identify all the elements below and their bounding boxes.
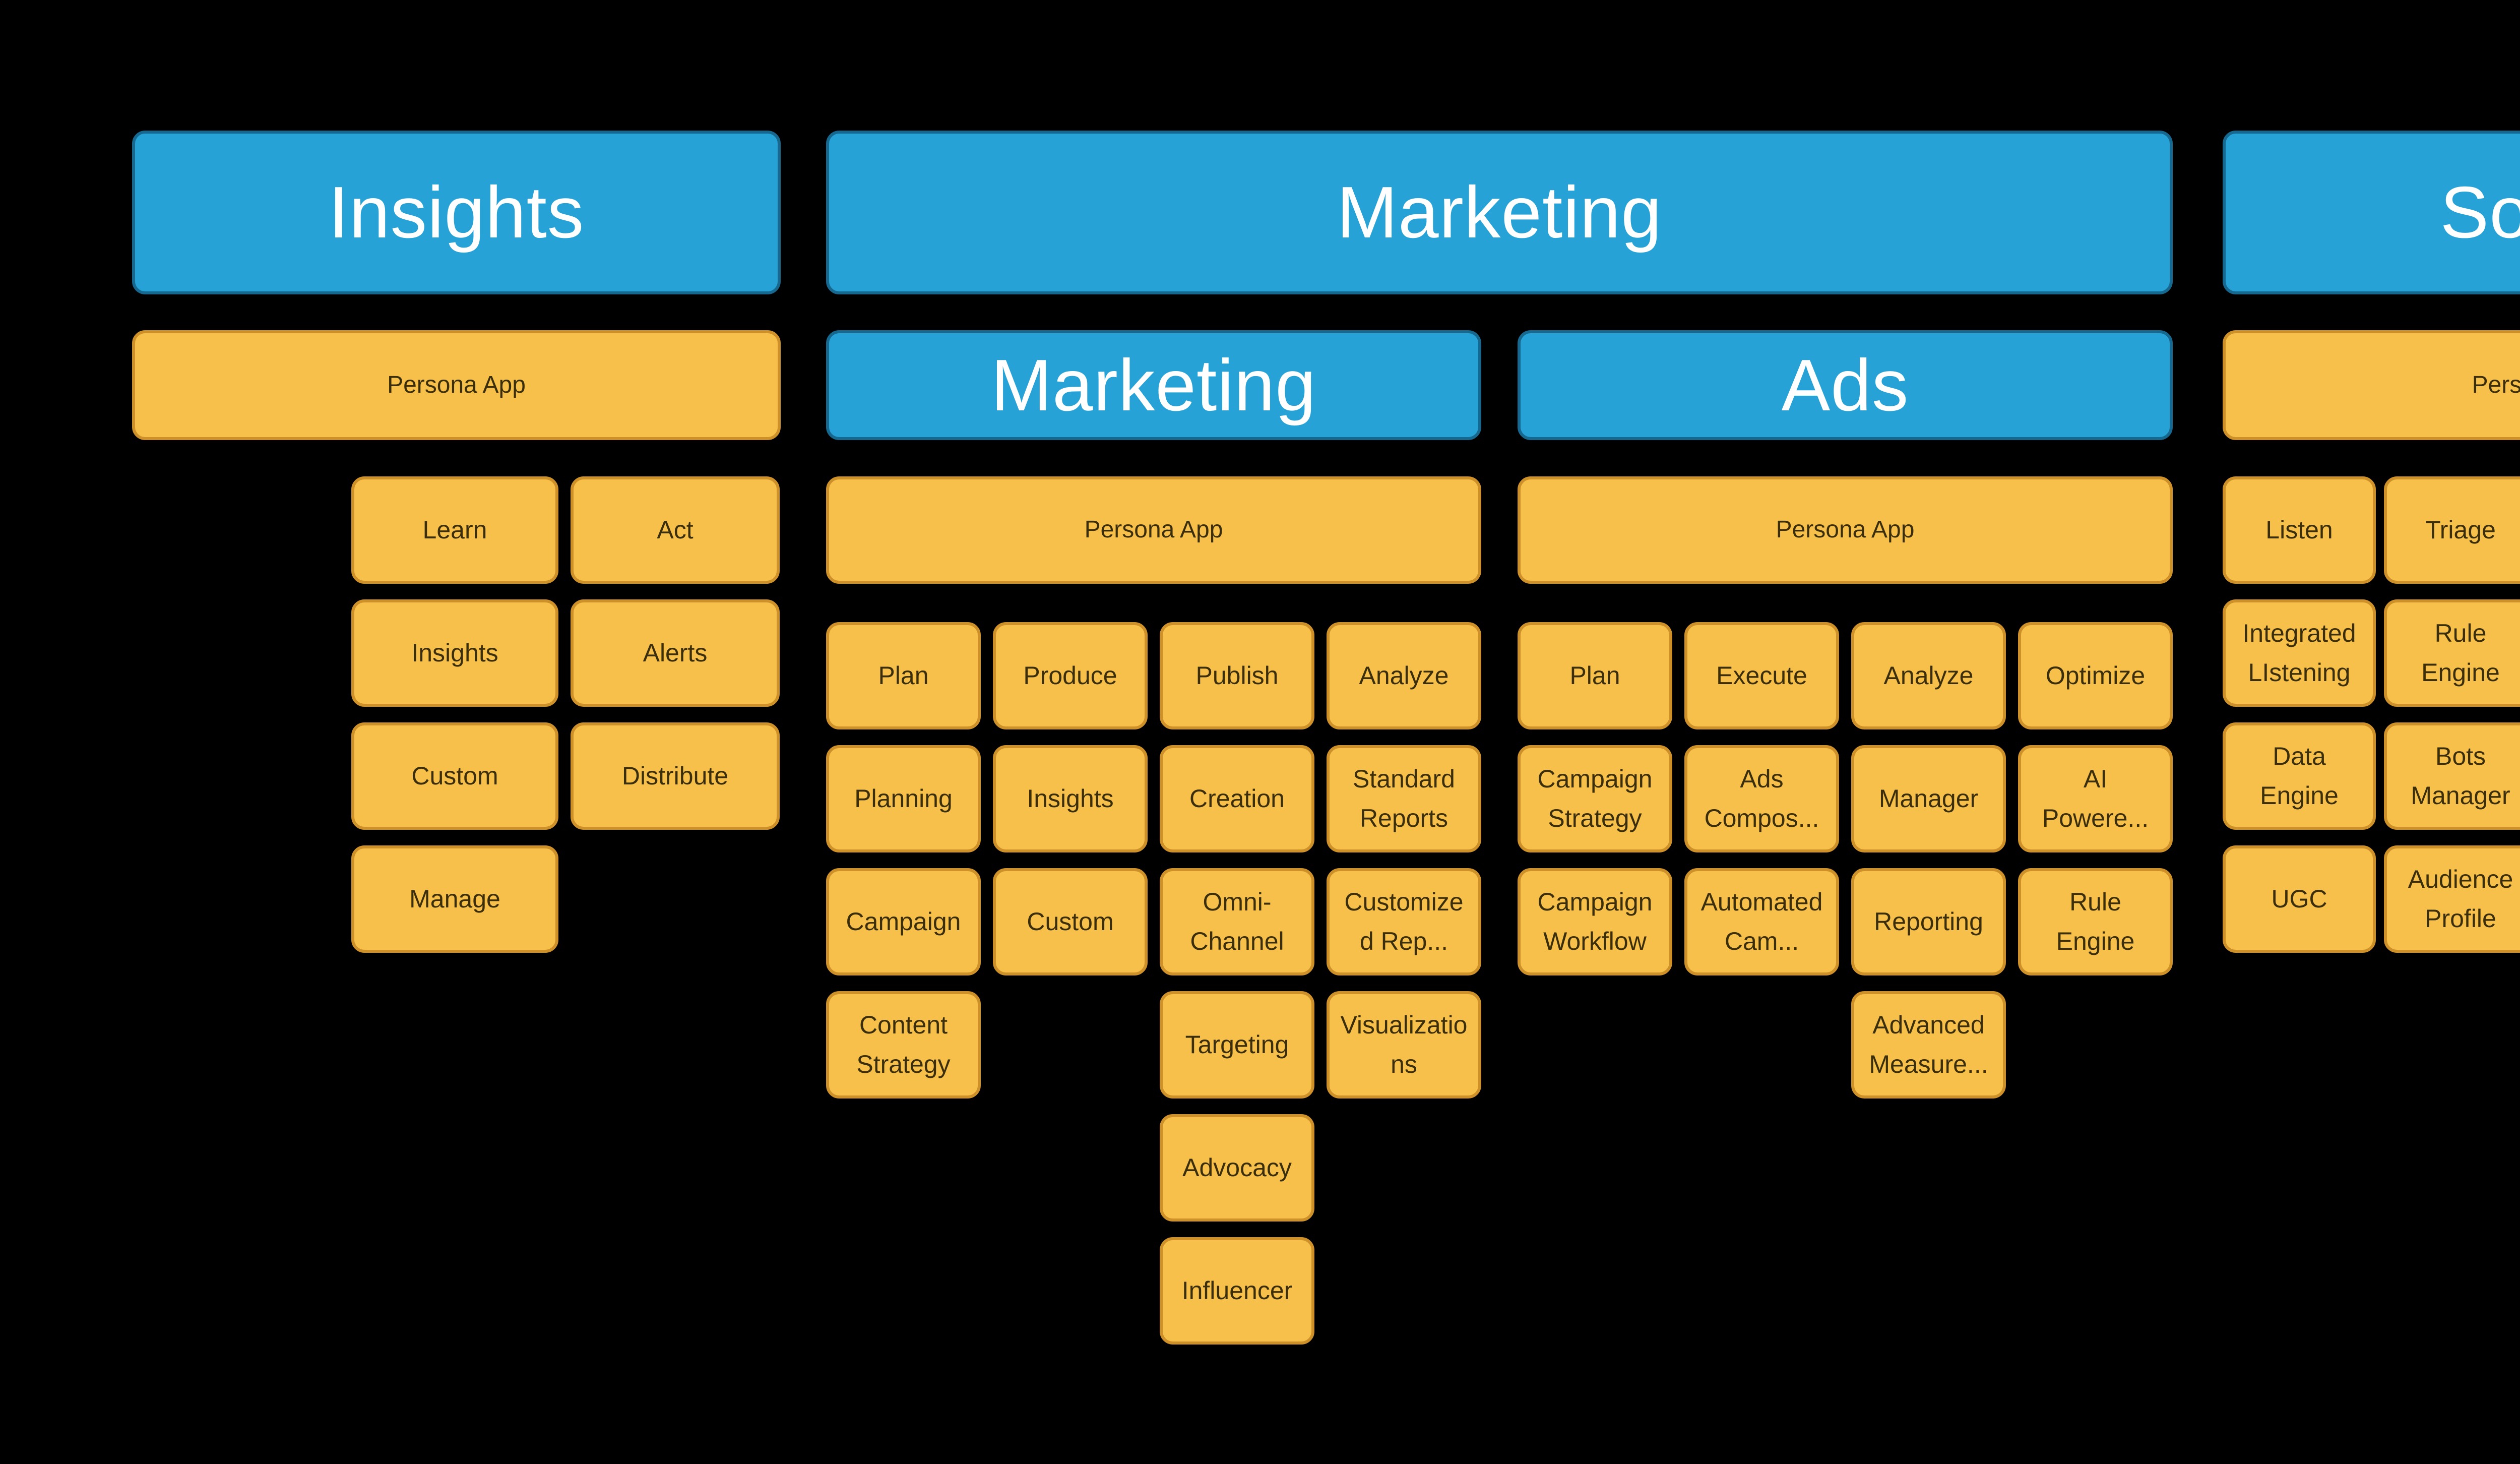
node-marketing-visualizations[interactable]: Visualizations <box>1327 991 1481 1099</box>
node-insights-alerts[interactable]: Alerts <box>571 599 780 707</box>
ads-apps-grid: Plan Execute Analyze Optimize Campaign S… <box>1518 622 2173 1099</box>
node-marketing-planning[interactable]: Planning <box>826 745 981 852</box>
node-ads-campaign-workflow[interactable]: Campaign Workflow <box>1518 868 1672 975</box>
node-insights-custom[interactable]: Custom <box>351 722 558 830</box>
node-ads-execute[interactable]: Execute <box>1684 622 1839 729</box>
node-marketing-content-strategy[interactable]: Content Strategy <box>826 991 981 1099</box>
node-ads-manager[interactable]: Manager <box>1851 745 2006 852</box>
node-marketing-insights[interactable]: Insights <box>993 745 1148 852</box>
node-marketing-targeting[interactable]: Targeting <box>1160 991 1314 1099</box>
node-insights-learn[interactable]: Learn <box>351 476 558 584</box>
insights-apps-grid: Learn Act Insights Alerts Custom Distrib… <box>351 476 780 953</box>
node-marketing-standard-reports[interactable]: Standard Reports <box>1327 745 1481 852</box>
marketing-category-header[interactable]: Marketing <box>826 131 2173 294</box>
node-marketing-creation[interactable]: Creation <box>1160 745 1314 852</box>
node-social-triage[interactable]: Triage <box>2384 476 2520 584</box>
social-persona-app-node[interactable]: Persona App <box>2223 330 2520 440</box>
node-marketing-customized-rep[interactable]: Customized Rep... <box>1327 868 1481 975</box>
ads-persona-app-node[interactable]: Persona App <box>1518 476 2173 584</box>
node-social-integrated-listening[interactable]: Integrated LIstening <box>2223 599 2376 707</box>
node-marketing-omni-channel[interactable]: Omni-Channel <box>1160 868 1314 975</box>
node-marketing-advocacy[interactable]: Advocacy <box>1160 1114 1314 1222</box>
node-marketing-custom[interactable]: Custom <box>993 868 1148 975</box>
insights-persona-app-node[interactable]: Persona App <box>132 330 781 440</box>
marketing-apps-grid: Plan Produce Publish Analyze Planning In… <box>826 622 1481 1345</box>
node-ads-ai-powered[interactable]: AI Powere... <box>2018 745 2173 852</box>
node-insights-act[interactable]: Act <box>571 476 780 584</box>
node-marketing-analyze[interactable]: Analyze <box>1327 622 1481 729</box>
node-social-audience-profile[interactable]: Audience Profile <box>2384 845 2520 953</box>
node-ads-advanced-measure[interactable]: Advanced Measure... <box>1851 991 2006 1099</box>
node-marketing-plan[interactable]: Plan <box>826 622 981 729</box>
node-ads-automated-cam[interactable]: Automated Cam... <box>1684 868 1839 975</box>
node-social-rule-engine[interactable]: Rule Engine <box>2384 599 2520 707</box>
node-insights-insights[interactable]: Insights <box>351 599 558 707</box>
node-social-data-engine[interactable]: Data Engine <box>2223 722 2376 830</box>
node-marketing-influencer[interactable]: Influencer <box>1160 1237 1314 1345</box>
node-social-bots-manager[interactable]: Bots Manager <box>2384 722 2520 830</box>
marketing-persona-app-node[interactable]: Persona App <box>826 476 1481 584</box>
marketing-subcategory-header[interactable]: Marketing <box>826 330 1481 440</box>
node-ads-reporting[interactable]: Reporting <box>1851 868 2006 975</box>
node-insights-manage[interactable]: Manage <box>351 845 558 953</box>
node-marketing-publish[interactable]: Publish <box>1160 622 1314 729</box>
node-marketing-campaign[interactable]: Campaign <box>826 868 981 975</box>
social-category-header[interactable]: Social <box>2223 131 2520 294</box>
node-ads-analyze[interactable]: Analyze <box>1851 622 2006 729</box>
social-apps-grid: Listen Triage Engage Analyze Integrated … <box>2223 476 2520 1076</box>
node-ads-optimize[interactable]: Optimize <box>2018 622 2173 729</box>
node-ads-plan[interactable]: Plan <box>1518 622 1672 729</box>
insights-category-header[interactable]: Insights <box>132 131 781 294</box>
node-social-listen[interactable]: Listen <box>2223 476 2376 584</box>
node-ads-campaign-strategy[interactable]: Campaign Strategy <box>1518 745 1672 852</box>
node-insights-distribute[interactable]: Distribute <box>571 722 780 830</box>
ads-subcategory-header[interactable]: Ads <box>1518 330 2173 440</box>
node-ads-rule-engine[interactable]: Rule Engine <box>2018 868 2173 975</box>
node-ads-ads-composer[interactable]: Ads Compos... <box>1684 745 1839 852</box>
node-marketing-produce[interactable]: Produce <box>993 622 1148 729</box>
node-social-ugc[interactable]: UGC <box>2223 845 2376 953</box>
